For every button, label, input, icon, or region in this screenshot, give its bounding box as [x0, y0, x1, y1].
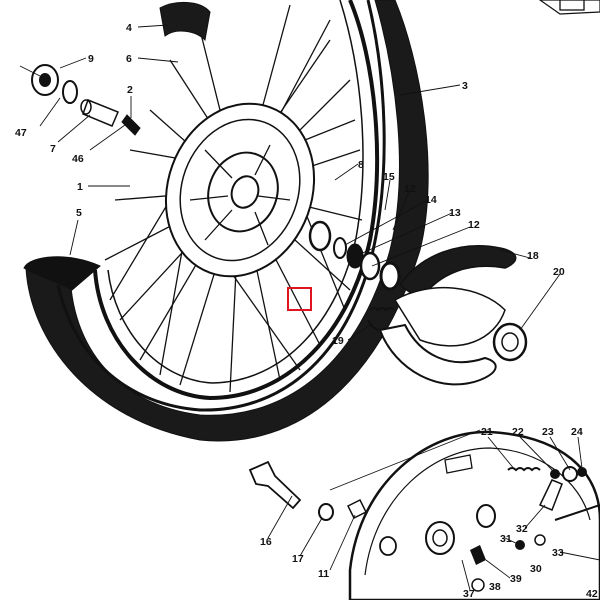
hub-axle-bore — [230, 175, 260, 209]
callout-17: 17 — [292, 553, 304, 565]
tire-tread-band — [56, 0, 386, 412]
rim-inner — [107, 0, 364, 384]
hub-body — [207, 151, 279, 233]
tire — [25, 0, 429, 442]
return-spring — [367, 307, 395, 331]
callout-labels: 1 2 3 4 5 6 7 8 9 11 12 12 13 14 15 16 1… — [15, 22, 598, 600]
brake-cam-bore — [501, 332, 519, 352]
panel-guide-line — [329, 429, 481, 491]
bearing-left — [308, 220, 332, 252]
valve-stem-parts — [31, 2, 211, 136]
callout-7: 7 — [50, 143, 56, 155]
rim-band-part — [159, 2, 211, 42]
valve-part — [121, 114, 141, 136]
callout-8: 8 — [358, 159, 364, 171]
brake-linkage — [470, 466, 600, 592]
seal-right — [359, 251, 381, 281]
callout-38: 38 — [489, 581, 501, 593]
spacer-ring — [333, 237, 347, 259]
brake-shoe-upper — [398, 245, 517, 302]
callout-11: 11 — [318, 568, 329, 580]
callout-12-upper: 12 — [404, 183, 416, 195]
callout-33: 33 — [552, 547, 564, 559]
callout-4: 4 — [126, 22, 132, 34]
callout-30: 30 — [530, 563, 542, 575]
hub-ribs — [189, 144, 291, 246]
callout-21: 21 — [481, 426, 493, 438]
axle-bolt — [248, 460, 302, 510]
callout-23: 23 — [542, 426, 554, 438]
callout-14: 14 — [425, 194, 437, 206]
panel-boss — [425, 521, 455, 555]
seal-part — [62, 80, 78, 104]
upper-right-bracket — [559, 0, 585, 11]
hub-flange-inner — [179, 118, 301, 262]
cam-boss — [476, 504, 496, 528]
callout-12-lower: 12 — [468, 219, 480, 231]
wheel-assembly — [23, 0, 429, 442]
highlight-box[interactable] — [287, 287, 312, 311]
axle-bearings — [308, 220, 401, 291]
callout-18: 18 — [527, 250, 539, 262]
callout-5: 5 — [76, 207, 82, 219]
callout-3: 3 — [462, 80, 468, 92]
brake-panel-assembly — [248, 429, 600, 600]
brake-panel-rim — [364, 447, 591, 576]
callout-39: 39 — [510, 573, 522, 585]
brake-shoe-lower — [378, 323, 497, 386]
callout-15: 15 — [383, 171, 395, 183]
callout-32: 32 — [516, 523, 528, 535]
callout-2: 2 — [127, 84, 133, 96]
axle-collar — [346, 498, 368, 520]
leader-lines — [19, 24, 600, 591]
bearing-bore — [39, 73, 51, 87]
brake-cam-ring — [492, 322, 528, 362]
panel-boss-bore — [432, 529, 448, 547]
tire-cut-end — [23, 256, 101, 291]
panel-plug — [379, 536, 397, 556]
callout-9: 9 — [88, 53, 94, 65]
axle-washer — [318, 503, 334, 521]
panel-slot — [444, 454, 473, 474]
rim — [93, 0, 380, 401]
brake-shoe-web — [393, 286, 506, 347]
upper-right-part — [538, 0, 600, 15]
callout-13: 13 — [449, 207, 461, 219]
callout-16: 16 — [260, 536, 272, 548]
callout-20: 20 — [553, 266, 565, 278]
spacer-part — [82, 99, 119, 127]
brake-panel — [348, 430, 600, 600]
callout-31: 31 — [500, 533, 512, 545]
brake-shoes — [367, 245, 528, 386]
callout-47: 47 — [15, 127, 27, 139]
callout-24: 24 — [571, 426, 583, 438]
callout-42: 42 — [586, 588, 598, 600]
callout-1: 1 — [77, 181, 83, 193]
bearing-right — [379, 261, 401, 291]
callout-6: 6 — [126, 53, 132, 65]
callout-19: 19 — [332, 335, 344, 347]
callout-46: 46 — [72, 153, 84, 165]
callout-37: 37 — [463, 588, 475, 600]
callout-22: 22 — [512, 426, 524, 438]
spacer-end — [80, 99, 92, 115]
